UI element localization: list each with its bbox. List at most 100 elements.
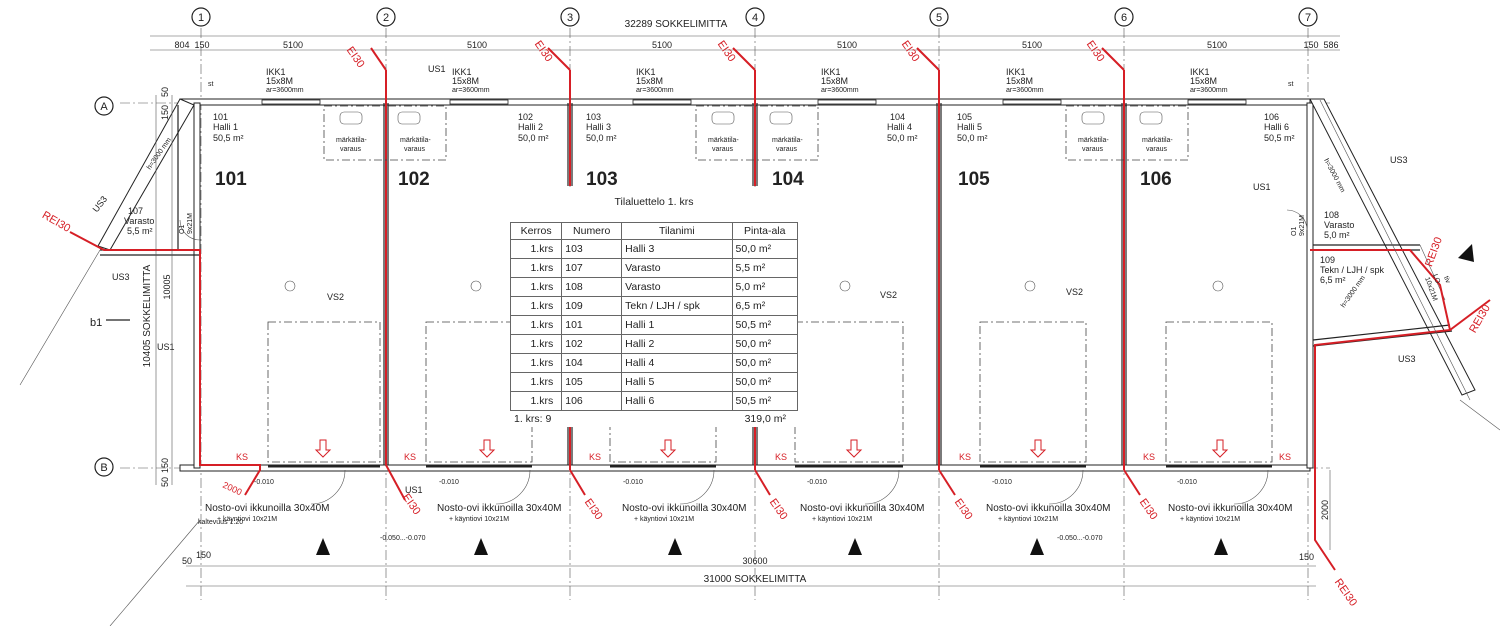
svg-text:102: 102 — [518, 112, 533, 122]
svg-text:KS: KS — [236, 452, 248, 462]
svg-text:märkätila-: märkätila- — [1142, 137, 1173, 144]
svg-text:10005: 10005 — [162, 274, 172, 299]
total-area: 319,0 m² — [744, 413, 786, 425]
svg-text:-0.010: -0.010 — [1177, 479, 1197, 486]
svg-text:O1: O1 — [1291, 227, 1298, 236]
svg-text:+ käyntiovi 10x21M: + käyntiovi 10x21M — [217, 516, 277, 523]
svg-text:50,5 m²: 50,5 m² — [1264, 133, 1295, 143]
svg-text:US1: US1 — [1253, 182, 1271, 192]
svg-text:Halli 6: Halli 6 — [1264, 122, 1289, 132]
svg-text:EI30: EI30 — [899, 39, 922, 64]
room-106: 106 Halli 6 50,5 m² 106 — [1140, 112, 1295, 190]
svg-text:5: 5 — [936, 12, 942, 24]
svg-text:varaus: varaus — [712, 146, 734, 153]
svg-text:IKK1: IKK1 — [821, 67, 841, 77]
left-dimension-chain: 10405 SOKKELIMITTA 10005 50 150 150 50 — [142, 87, 173, 487]
axis-bubble-6: 6 — [1114, 7, 1134, 27]
room-count: 1. krs: 9 — [514, 413, 552, 425]
svg-text:+ käyntiovi 10x21M: + käyntiovi 10x21M — [1180, 516, 1240, 523]
svg-text:-0.010: -0.010 — [254, 479, 274, 486]
svg-text:15x8M: 15x8M — [636, 76, 663, 86]
svg-text:VS2: VS2 — [327, 292, 344, 302]
axis-bubble-2: 2 — [376, 7, 396, 27]
right-dimension: 2000 — [1320, 470, 1331, 550]
fire-compartment-lines — [69, 47, 1491, 571]
svg-text:9x21M: 9x21M — [1299, 215, 1306, 236]
room-labels: 101 Halli 1 50,5 m² 101 102 Halli 2 50,0… — [124, 112, 1385, 285]
svg-text:EI30: EI30 — [344, 45, 367, 70]
svg-text:B: B — [100, 462, 107, 474]
svg-text:50,5 m²: 50,5 m² — [213, 133, 244, 143]
svg-text:150: 150 — [196, 550, 211, 560]
svg-text:IKK1: IKK1 — [636, 67, 656, 77]
svg-text:KS: KS — [404, 452, 416, 462]
svg-text:REI30: REI30 — [1332, 577, 1359, 609]
room-103: 103 Halli 3 50,0 m² 103 — [586, 112, 618, 190]
header-pinta-ala: Pinta-ala — [731, 222, 799, 240]
svg-text:KS: KS — [959, 452, 971, 462]
floor-drain-arrows — [314, 439, 1229, 458]
svg-text:-0.050...-0.070: -0.050...-0.070 — [380, 535, 426, 542]
svg-text:ar=3600mm: ar=3600mm — [1190, 87, 1228, 94]
svg-text:3: 3 — [567, 12, 573, 24]
svg-text:7: 7 — [1305, 12, 1311, 24]
room-101: 101 Halli 1 50,5 m² 101 — [213, 112, 247, 190]
svg-text:+ käyntiovi 10x21M: + käyntiovi 10x21M — [449, 516, 509, 523]
svg-text:5100: 5100 — [467, 40, 487, 50]
header-kerros: Kerros — [509, 222, 563, 240]
svg-text:KS: KS — [589, 452, 601, 462]
svg-text:5100: 5100 — [1022, 40, 1042, 50]
room-108: 108 Varasto 5,0 m² — [1324, 210, 1354, 240]
svg-text:ar=3600mm: ar=3600mm — [266, 87, 304, 94]
ceiling-lights — [284, 280, 1224, 292]
svg-text:kaltevuus 1:20: kaltevuus 1:20 — [198, 519, 243, 526]
svg-text:KS: KS — [775, 452, 787, 462]
svg-text:15x8M: 15x8M — [452, 76, 479, 86]
room-104: 104 Halli 4 50,0 m² 104 — [772, 112, 918, 190]
svg-text:+ käyntiovi 10x21M: + käyntiovi 10x21M — [998, 516, 1058, 523]
svg-text:Halli 1: Halli 1 — [213, 122, 238, 132]
svg-text:US3: US3 — [91, 194, 110, 214]
svg-text:märkätila-: märkätila- — [1078, 137, 1109, 144]
svg-text:Nosto-ovi ikkunoilla 30x40M: Nosto-ovi ikkunoilla 30x40M — [986, 503, 1111, 514]
svg-text:Halli 5: Halli 5 — [957, 122, 982, 132]
svg-text:märkätila-: märkätila- — [772, 137, 803, 144]
svg-text:102: 102 — [398, 169, 430, 190]
svg-text:EI30: EI30 — [715, 39, 738, 64]
svg-text:LO: LO — [1431, 273, 1441, 285]
axis-bubble-1: 1 — [191, 7, 211, 27]
svg-text:15x8M: 15x8M — [821, 76, 848, 86]
svg-text:märkätila-: märkätila- — [708, 137, 739, 144]
svg-text:EI30: EI30 — [582, 497, 605, 522]
entrance-markers — [316, 244, 1474, 555]
svg-text:103: 103 — [586, 169, 618, 190]
svg-text:-0.050...-0.070: -0.050...-0.070 — [1057, 535, 1103, 542]
svg-text:Halli 4: Halli 4 — [887, 122, 912, 132]
svg-text:5100: 5100 — [1207, 40, 1227, 50]
svg-text:Nosto-ovi ikkunoilla 30x40M: Nosto-ovi ikkunoilla 30x40M — [1168, 503, 1293, 514]
top-dimension-chain: 32289 SOKKELIMITTA 804 150 5100 5100 510… — [150, 19, 1340, 51]
svg-text:varaus: varaus — [404, 146, 426, 153]
svg-text:107: 107 — [128, 206, 143, 216]
svg-text:tiv: tiv — [1442, 275, 1451, 284]
svg-text:50: 50 — [160, 477, 170, 487]
svg-text:-0.010: -0.010 — [439, 479, 459, 486]
svg-text:1: 1 — [198, 12, 204, 24]
svg-text:50: 50 — [182, 556, 192, 566]
svg-text:6,5 m²: 6,5 m² — [1320, 275, 1346, 285]
svg-text:-0.010: -0.010 — [623, 479, 643, 486]
svg-text:10405 SOKKELIMITTA: 10405 SOKKELIMITTA — [142, 264, 153, 367]
table-header-row: Kerros Numero Tilanimi Pinta-ala — [509, 222, 799, 240]
svg-text:15x8M: 15x8M — [266, 76, 293, 86]
top-segment-labels: 804 150 5100 5100 5100 5100 5100 5100 15… — [174, 40, 1338, 50]
svg-text:märkätila-: märkätila- — [336, 137, 367, 144]
svg-text:KS: KS — [1143, 452, 1155, 462]
svg-text:Varasto: Varasto — [124, 216, 154, 226]
svg-text:50,0 m²: 50,0 m² — [518, 133, 549, 143]
svg-text:märkätila-: märkätila- — [400, 137, 431, 144]
